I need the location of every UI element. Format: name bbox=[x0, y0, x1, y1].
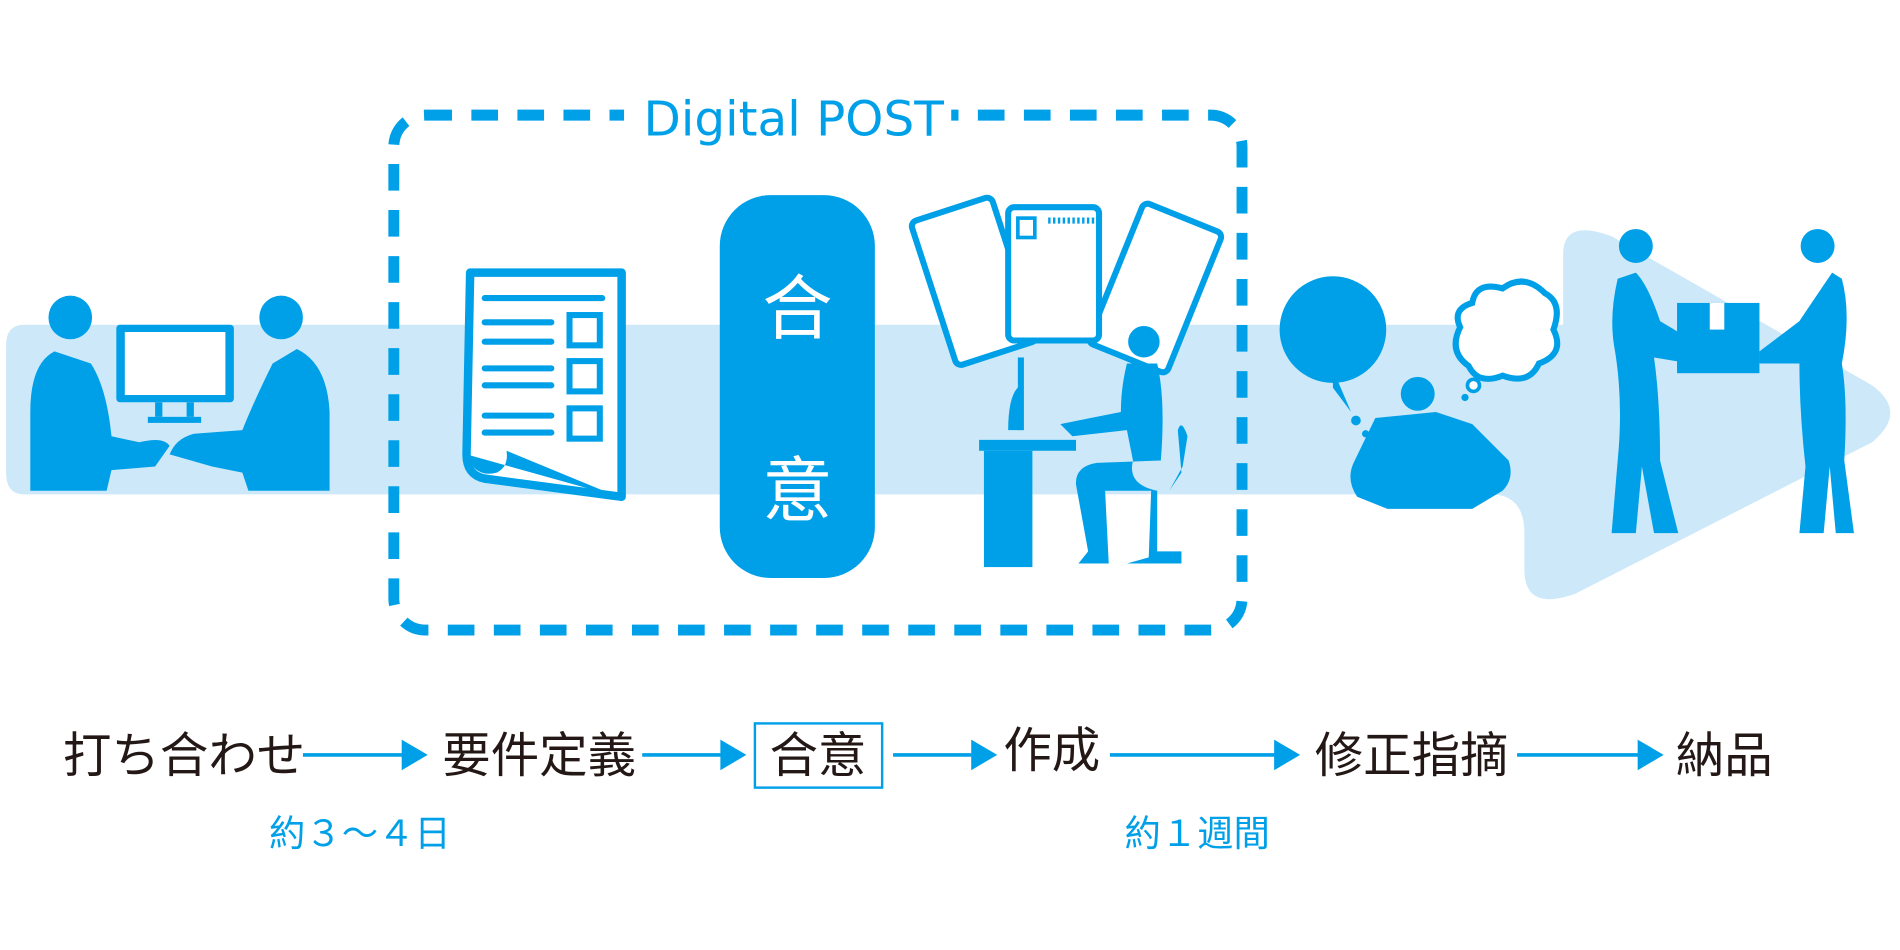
arrow-5 bbox=[1517, 739, 1664, 771]
arrow-4 bbox=[1109, 739, 1301, 771]
meeting-icon bbox=[30, 295, 330, 491]
agreement-card-char1: 合 bbox=[762, 268, 832, 350]
digital-post-title: Digital POST bbox=[644, 92, 945, 148]
arrow-3 bbox=[893, 739, 998, 771]
duration-second: 約１週間 bbox=[1124, 812, 1269, 855]
step-revision: 修正指摘 bbox=[1315, 728, 1509, 784]
duration-first: 約３～４日 bbox=[269, 812, 451, 855]
requirements-document-icon bbox=[462, 268, 626, 502]
process-band bbox=[6, 230, 1891, 600]
step-agreement-box bbox=[753, 722, 884, 789]
postcards-icon bbox=[908, 194, 1225, 376]
step-delivery: 納品 bbox=[1676, 728, 1773, 784]
desk-worker-icon bbox=[979, 325, 1188, 568]
arrow-2 bbox=[642, 739, 747, 771]
reviewer-icon bbox=[1279, 276, 1561, 509]
arrow-1 bbox=[302, 739, 428, 771]
step-meeting: 打ち合わせ bbox=[63, 728, 305, 784]
step-requirements: 要件定義 bbox=[442, 728, 636, 784]
agreement-card-char2: 意 bbox=[762, 450, 832, 532]
step-creation: 作成 bbox=[1003, 723, 1100, 779]
agreement-card: 合 意 bbox=[719, 195, 875, 578]
process-flow: 打ち合わせ 要件定義 合意 作成 修正指摘 納品 約３～４日 約１週間 bbox=[63, 722, 1773, 855]
delivery-icon bbox=[1611, 229, 1854, 534]
step-agreement: 合意 bbox=[769, 728, 866, 784]
